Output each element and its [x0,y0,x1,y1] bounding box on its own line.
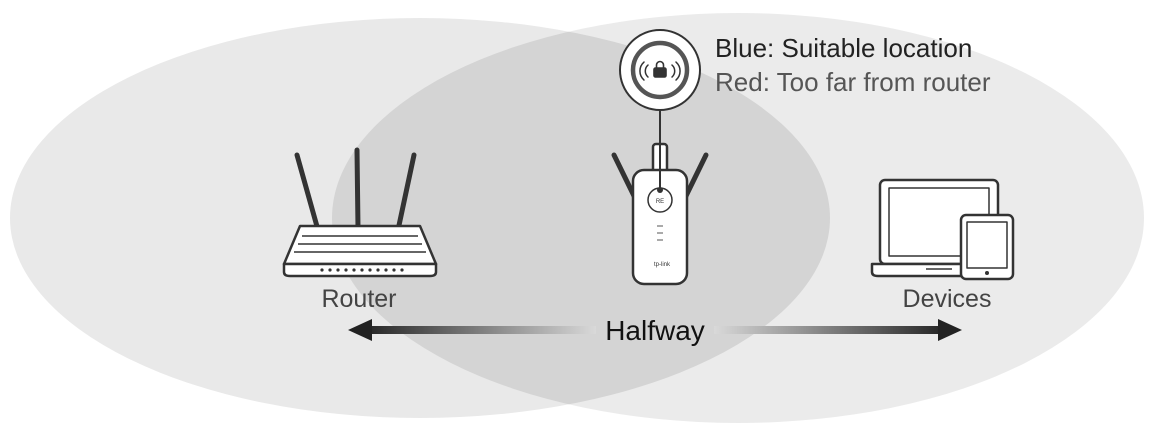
coverage-overlap [332,18,830,418]
devices-label: Devices [903,285,992,313]
callout-dot [657,187,663,193]
extender-brand-text: tp-link [654,262,671,268]
led-callout [619,29,701,111]
extender-button-text: RE [656,199,664,205]
left-arrow [348,319,596,341]
right-arrow [714,319,962,341]
wifi-signal-icon [639,61,681,81]
legend-blue-text: Blue: Suitable location [715,33,972,63]
tablet-icon [959,213,1015,281]
router-label: Router [321,285,396,313]
router-icon [282,147,438,278]
legend-red-text: Red: Too far from router [715,67,991,97]
lock-icon [653,60,667,78]
halfway-label: Halfway [605,315,705,346]
